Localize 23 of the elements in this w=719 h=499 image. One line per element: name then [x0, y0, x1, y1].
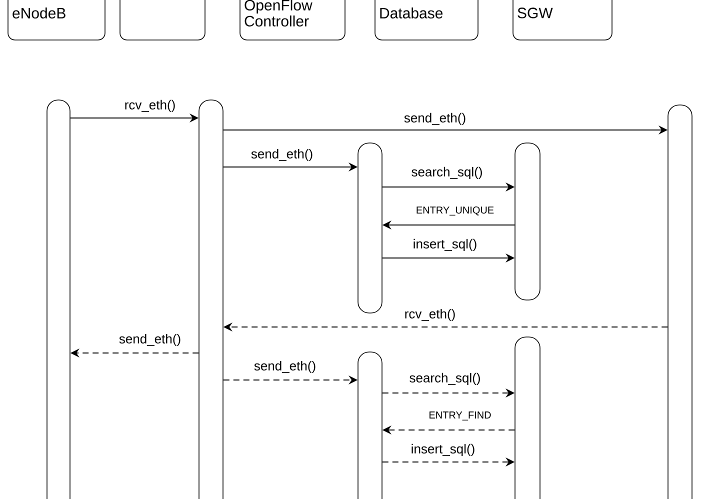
- activation-bar: [668, 104, 692, 499]
- edge-label: ENTRY_FIND: [428, 410, 492, 422]
- activation-bar: [46, 100, 70, 499]
- edge-label: search_sql(): [408, 372, 482, 386]
- participant-box: Database: [374, 0, 478, 40]
- edge-label: rcv_eth(): [123, 98, 177, 114]
- edge-label: send_eth(): [250, 148, 314, 162]
- activation-bar: [198, 100, 224, 499]
- activation-bar: [358, 142, 382, 314]
- edge-label: send_eth(): [118, 332, 182, 348]
- edge-label: send_eth(): [402, 112, 468, 126]
- activation-bar: [514, 142, 540, 300]
- participant-box: eNodeB: [8, 0, 106, 40]
- edge-label: insert_sql(): [410, 442, 476, 458]
- edge-label: insert_sql(): [412, 238, 478, 252]
- edge-label: search_sql(): [410, 166, 484, 180]
- edge-label: send_eth(): [252, 360, 318, 374]
- edge-label: rcv_eth(): [403, 308, 457, 322]
- participant-box: SGW: [512, 0, 612, 40]
- activation-bar: [514, 336, 540, 499]
- edge-label: ENTRY_UNIQUE: [414, 206, 496, 216]
- participant-box: [120, 0, 206, 40]
- activation-bar: [358, 352, 382, 499]
